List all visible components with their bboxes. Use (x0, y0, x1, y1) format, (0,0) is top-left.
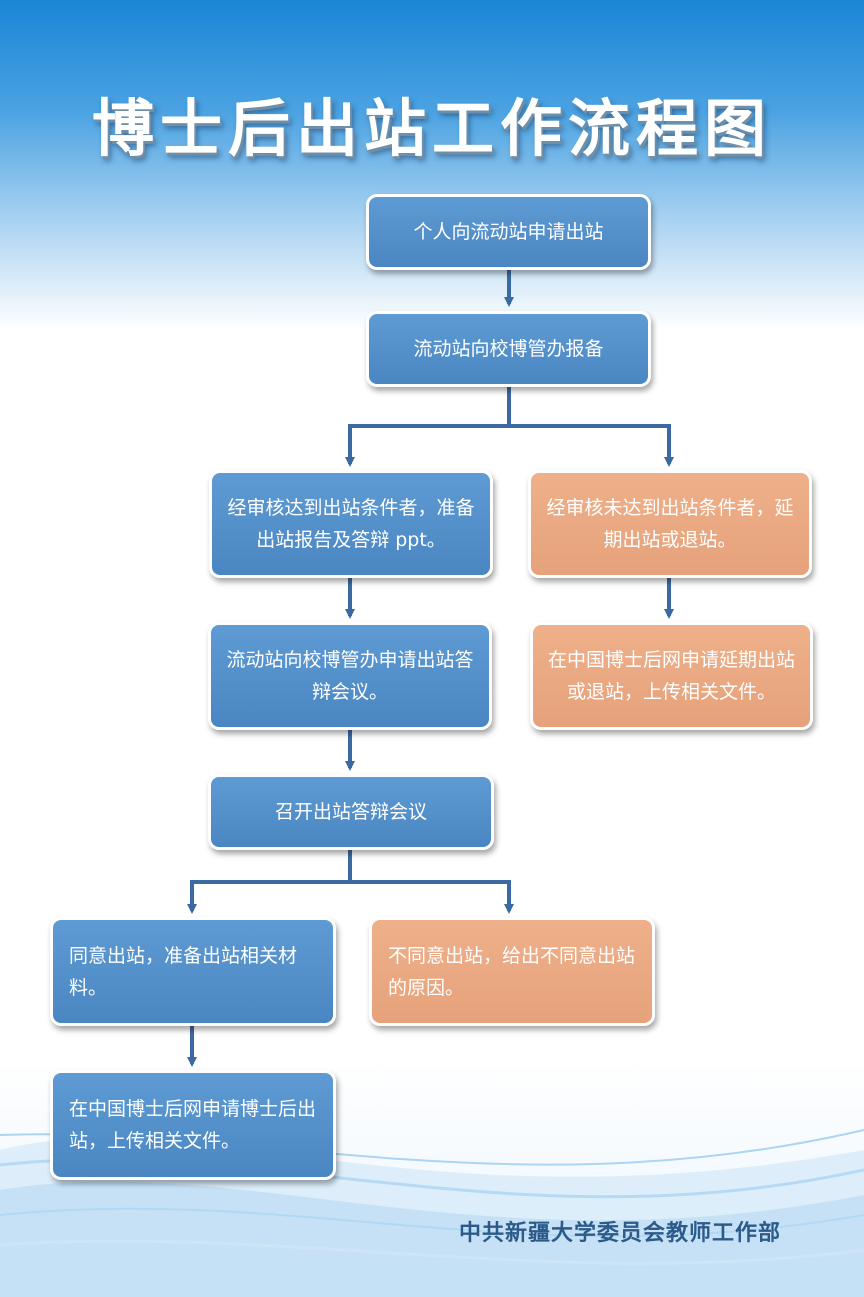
step-qualified: 经审核达到出站条件者，准备出站报告及答辩 ppt。 (209, 470, 493, 578)
step-delay-online: 在中国博士后网申请延期出站或退站，上传相关文件。 (530, 622, 813, 730)
footer-organization: 中共新疆大学委员会教师工作部 (458, 1221, 781, 1246)
step-disagree-label: 不同意出站，给出不同意出站的原因。 (388, 944, 636, 999)
page-title: 博士后出站工作流程图 (91, 92, 772, 165)
step-report-office-label: 流动站向校博管办报备 (413, 338, 604, 360)
step-hold-defense: 召开出站答辩会议 (208, 774, 494, 850)
step-qualified-label: 经审核达到出站条件者，准备出站报告及答辩 ppt。 (227, 497, 475, 551)
step-unqualified: 经审核未达到出站条件者，延期出站或退站。 (528, 470, 812, 578)
step-apply-exit: 个人向流动站申请出站 (366, 194, 651, 270)
step-exit-online-label: 在中国博士后网申请博士后出站，上传相关文件。 (69, 1098, 317, 1152)
step-unqualified-label: 经审核未达到出站条件者，延期出站或退站。 (546, 497, 794, 551)
step-apply-defense-label: 流动站向校博管办申请出站答辩会议。 (226, 649, 474, 703)
step-exit-online: 在中国博士后网申请博士后出站，上传相关文件。 (50, 1070, 336, 1180)
step-report-office: 流动站向校博管办报备 (366, 311, 651, 387)
step-agree: 同意出站，准备出站相关材料。 (50, 917, 336, 1026)
step-hold-defense-label: 召开出站答辩会议 (274, 801, 427, 823)
step-disagree: 不同意出站，给出不同意出站的原因。 (369, 917, 655, 1026)
step-agree-label: 同意出站，准备出站相关材料。 (69, 944, 298, 999)
step-delay-online-label: 在中国博士后网申请延期出站或退站，上传相关文件。 (547, 649, 795, 703)
step-apply-exit-label: 个人向流动站申请出站 (413, 221, 604, 243)
step-apply-defense: 流动站向校博管办申请出站答辩会议。 (208, 622, 492, 730)
